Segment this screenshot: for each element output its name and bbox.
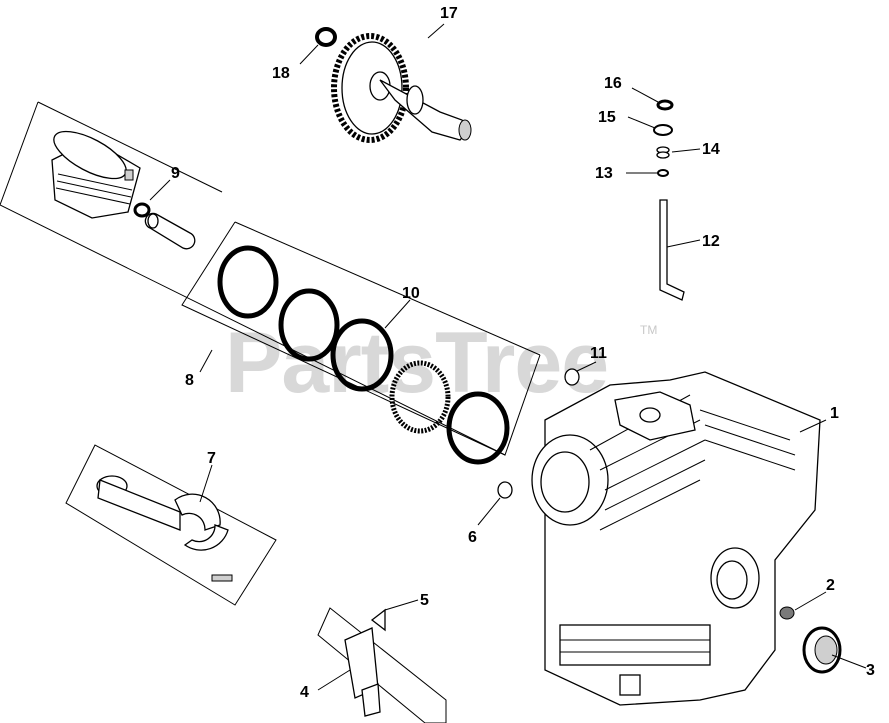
callout-10: 10 [402,285,420,302]
piston-rings [217,245,510,465]
callout-1: 1 [830,405,839,422]
dowel-pin [564,368,580,386]
connecting-rod [96,475,233,582]
callout-6: 6 [468,529,477,546]
callout-9: 9 [171,165,180,182]
breather-tube [659,199,685,301]
callout-8: 8 [185,372,194,389]
callout-4: 4 [300,684,309,701]
dowel-pin-lower [497,481,513,499]
watermark-trademark: TM [640,323,657,337]
callout-7: 7 [207,450,216,467]
callout-18: 18 [272,65,290,82]
callout-16: 16 [604,75,622,92]
piston [51,130,141,219]
callout-15: 15 [598,109,616,126]
callout-17: 17 [440,5,458,22]
camshaft-washer [315,27,337,47]
oil-pressure-sensor [344,608,386,717]
plug [779,606,795,620]
callout-2: 2 [826,577,835,594]
oil-seal [802,626,842,674]
piston-pin [133,202,196,250]
callout-13: 13 [595,165,613,182]
callout-11: 11 [590,345,607,362]
watermark-text: PartsTree [225,315,608,411]
callout-3: 3 [866,662,875,679]
callout-leaders [149,23,867,691]
valve-parts [653,99,674,177]
callout-labels: 1 2 3 4 5 6 7 8 9 10 11 12 13 14 15 16 1… [171,5,875,701]
callout-12: 12 [702,233,720,250]
crankcase [531,371,821,706]
camshaft-gear [331,33,472,143]
sensor-group-frame [317,607,447,723]
piston-ring-group-frame [0,101,541,456]
callout-14: 14 [702,141,720,158]
callout-5: 5 [420,592,429,609]
